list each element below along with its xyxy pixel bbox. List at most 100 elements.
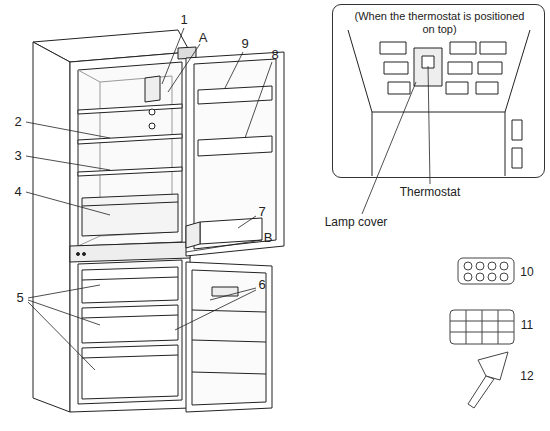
- callout-number: 11: [521, 318, 533, 332]
- egg-tray: [458, 258, 514, 284]
- leader-line: [238, 216, 256, 228]
- egg-cup: [488, 273, 496, 281]
- callout-number: 5: [16, 291, 23, 305]
- leader-line: [186, 240, 262, 252]
- leader-line: [225, 52, 243, 88]
- cabinet-front: [70, 52, 190, 412]
- divider-screw: [77, 253, 80, 256]
- drawer-rim: [82, 202, 178, 206]
- tray-grid: [498, 310, 499, 344]
- callout-number: 8: [271, 48, 278, 62]
- egg-cup: [464, 262, 472, 270]
- part-name: Lamp cover: [325, 215, 388, 229]
- glass-shelf: [78, 104, 182, 114]
- thermostat-housing: [145, 76, 160, 102]
- crisper-drawer: [82, 194, 178, 236]
- leader-line: [175, 290, 256, 330]
- leader-line: [26, 156, 110, 170]
- egg-cup: [500, 262, 508, 270]
- fridge-door: [186, 52, 284, 256]
- leader-line: [28, 285, 100, 298]
- door-rib: [192, 372, 266, 374]
- callout-number: 12: [520, 369, 533, 383]
- tray-grid: [482, 310, 483, 344]
- egg-cup: [464, 273, 472, 281]
- bottle-bin-side: [186, 222, 200, 248]
- inset-heading: (When the thermostat is positioned on to…: [352, 10, 527, 36]
- leader-line: [28, 302, 95, 370]
- callout-number: 7: [258, 205, 265, 219]
- drawer-rim: [82, 355, 178, 358]
- freezer-cavity: [78, 260, 182, 404]
- door-outer: [186, 262, 272, 412]
- scraper-blade: [478, 352, 508, 380]
- leader-line: [428, 66, 430, 184]
- ice-tray: [450, 310, 514, 344]
- divider-screw: [83, 253, 86, 256]
- ceiling-vent: [448, 62, 472, 74]
- ceiling-edge: [348, 30, 372, 112]
- tray-grid: [466, 310, 467, 344]
- callout-number: 3: [14, 149, 21, 163]
- freezer-drawer: [82, 267, 178, 303]
- leader-line: [26, 192, 110, 215]
- leader-line: [210, 288, 256, 300]
- callout-number: 9: [241, 37, 248, 51]
- door-outer: [186, 52, 284, 256]
- door-rib: [192, 310, 266, 312]
- tray-outline: [458, 258, 514, 284]
- door-rib: [192, 340, 266, 342]
- callout-number: 1: [180, 13, 187, 27]
- door-bin: [198, 86, 272, 104]
- wall-edge: [505, 112, 506, 176]
- leader-line: [168, 44, 200, 92]
- side-rail: [512, 120, 522, 140]
- ceiling-vent: [380, 42, 406, 54]
- fridge-cavity: [78, 62, 182, 246]
- ice-scraper: [468, 352, 508, 408]
- freezer-drawer: [82, 345, 178, 399]
- control-knob: [149, 123, 155, 129]
- egg-cup: [488, 262, 496, 270]
- glass-shelf: [78, 167, 182, 176]
- inset-box: (When the thermostat is positioned on to…: [332, 4, 545, 178]
- ceiling-vent: [450, 42, 476, 54]
- callout-number: 2: [14, 115, 21, 129]
- cavity-edge: [78, 236, 100, 246]
- ceiling-edge: [505, 30, 530, 112]
- leader-line: [26, 122, 110, 138]
- door-bin: [198, 136, 272, 156]
- tray-outline: [450, 310, 514, 344]
- inset-illustration: [348, 30, 530, 214]
- drawer-rim: [82, 315, 178, 318]
- callout-number: 10: [520, 265, 533, 279]
- door-liner: [194, 59, 276, 249]
- freezer-door: [186, 262, 272, 412]
- callout-number: 6: [258, 278, 265, 292]
- control-knob: [149, 109, 155, 115]
- leader-line: [162, 28, 184, 84]
- side-rail: [512, 148, 522, 168]
- display-panel: [212, 287, 238, 296]
- ceiling-edge: [372, 112, 505, 113]
- leader-lines: [26, 28, 272, 370]
- cavity-edge: [78, 70, 100, 82]
- scraper-handle: [468, 376, 494, 408]
- egg-cup: [476, 262, 484, 270]
- callout-number: B: [264, 231, 273, 245]
- bottle-bin: [200, 218, 262, 244]
- ceiling-vent: [480, 42, 506, 54]
- divider: [70, 242, 190, 262]
- callout-number: 4: [14, 185, 21, 199]
- glass-shelf: [78, 134, 182, 144]
- callout-number: A: [199, 31, 208, 45]
- part-name: Thermostat: [400, 185, 461, 199]
- egg-cup: [476, 273, 484, 281]
- ceiling-vent: [384, 62, 408, 74]
- ceiling-vent: [478, 62, 502, 74]
- ceiling-vent: [446, 82, 468, 94]
- drawer-rim: [82, 277, 178, 280]
